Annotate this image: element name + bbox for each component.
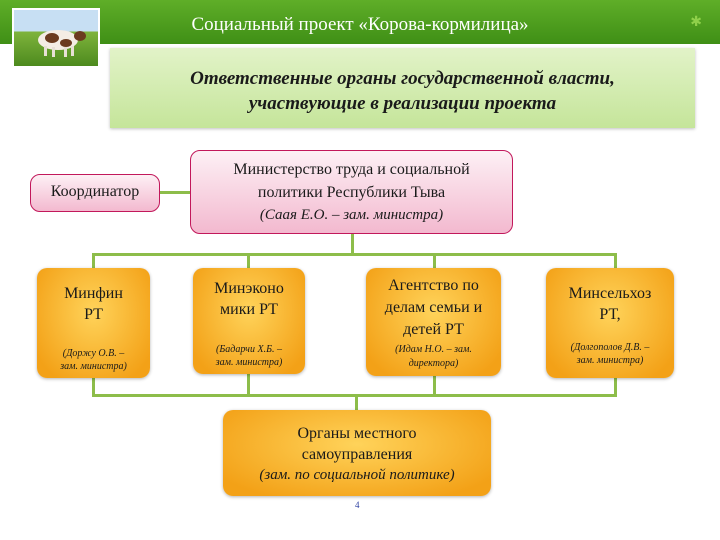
org-name-line: детей РТ [403,321,464,338]
slide-title: Ответственные органы государственной вла… [110,66,695,116]
org-representative: (Бадарчи Х.Б. – [216,344,282,355]
connector-rise-1 [92,378,95,396]
org-name-line: РТ, [599,306,621,323]
org-representative: зам. министра) [576,355,644,366]
decoration-icon: ✱ [690,15,702,30]
project-title: Социальный проект «Корова-кормилица» [191,14,529,35]
org-name-line: Минсельхоз [568,285,652,302]
ministry-name-line-1: Министерство труда и социальной [233,161,470,178]
org-box-family-agency: Агентство по делам семьи и детей РТ (Ида… [366,268,501,376]
org-box-minfin: Минфин РТ (Доржу О.В. – зам. министра) [37,268,150,378]
org-name-line: Агентство по [388,277,479,294]
org-box-mineconomy: Минэконо мики РТ (Бадарчи Х.Б. – зам. ми… [193,268,305,374]
cow-photo [12,8,100,68]
org-representative: зам. министра) [60,361,127,372]
connector-top-horizontal [92,253,617,256]
connector-drop-1 [92,253,95,268]
org-name-line: Минфин [64,285,123,302]
connector-bottom-horizontal [92,394,617,397]
connector-rise-3 [433,376,436,396]
org-representative: (Долгополов Д.В. – [570,342,650,353]
slide-title-line-2: участвующие в реализации проекта [248,93,557,114]
connector-coordinator [160,191,192,194]
page-number: 4 [355,500,360,510]
org-name-line: мики РТ [220,301,278,318]
org-representative: директора) [408,358,459,369]
slide-title-line-1: Ответственные органы государственной вла… [190,68,615,89]
local-name-line-1: Органы местного [297,425,417,442]
connector-local-down [355,394,358,411]
local-representative: (зам. по социальной политике) [259,467,455,483]
ministry-box: Министерство труда и социальной политики… [190,150,513,234]
ministry-representative: (Саая Е.О. – зам. министра) [259,207,444,223]
title-banner: Ответственные органы государственной вла… [110,48,695,128]
coordinator-box: Координатор [30,174,160,212]
connector-drop-4 [614,253,617,268]
connector-rise-4 [614,378,617,396]
header-bar [0,0,720,44]
org-representative: (Идам Н.О. – зам. [395,344,472,355]
coordinator-label: Координатор [50,183,140,200]
org-representative: (Доржу О.В. – [62,348,125,359]
org-representative: зам. министра) [215,357,283,368]
org-name-line: Минэконо [214,280,284,297]
org-name-line: РТ [84,306,103,323]
connector-drop-2 [247,253,250,268]
connector-ministry-down [351,233,354,255]
connector-rise-2 [247,374,250,396]
local-government-box: Органы местного самоуправления (зам. по … [223,410,491,496]
local-name-line-2: самоуправления [301,446,413,463]
ministry-name-line-2: политики Республики Тыва [257,184,446,201]
org-box-minagriculture: Минсельхоз РТ, (Долгополов Д.В. – зам. м… [546,268,674,378]
connector-drop-3 [433,253,436,268]
org-name-line: делам семьи и [384,299,483,316]
